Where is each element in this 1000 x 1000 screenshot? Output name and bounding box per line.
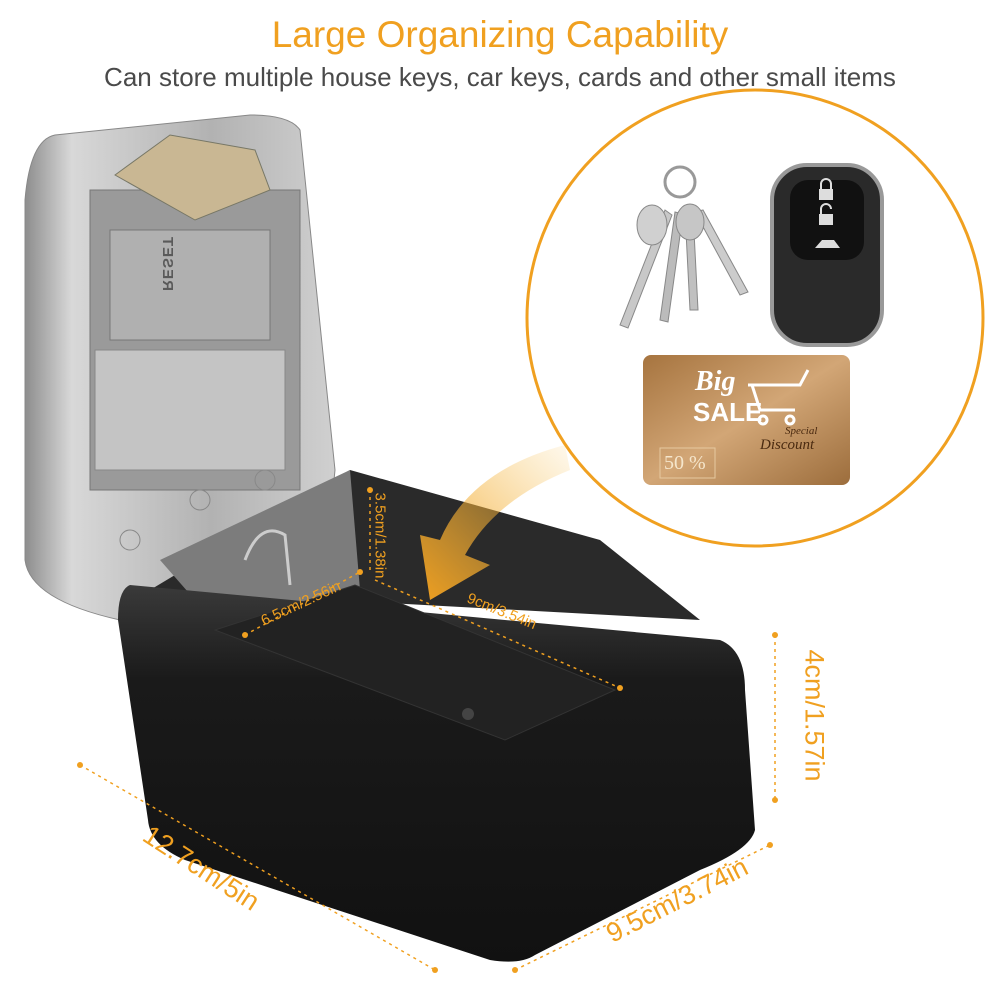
lockbox-lid bbox=[24, 114, 336, 621]
arrow-icon bbox=[420, 445, 570, 600]
lock-icon bbox=[819, 178, 833, 200]
trunk-icon bbox=[815, 240, 840, 248]
key-ring-icon bbox=[619, 165, 749, 329]
items-circle bbox=[525, 88, 985, 548]
page-title: Large Organizing Capability bbox=[271, 14, 729, 55]
card-special-text: Special bbox=[785, 425, 818, 437]
card-sale-text: SALE bbox=[693, 397, 763, 427]
card-percent-text: 50 % bbox=[664, 452, 706, 474]
dimension-lines bbox=[79, 490, 776, 971]
car-fob-icon bbox=[770, 163, 884, 347]
discount-card bbox=[643, 355, 850, 485]
lid-reset-label: RESET bbox=[159, 235, 177, 292]
page-subtitle: Can store multiple house keys, car keys,… bbox=[104, 62, 896, 92]
inner-depth-dimension: 3.5cm/1.38in bbox=[371, 492, 389, 579]
card-big-text: Big bbox=[695, 366, 736, 397]
shopping-cart-icon bbox=[748, 369, 810, 426]
height-dimension: 4cm/1.57in bbox=[799, 649, 830, 782]
unlock-icon bbox=[819, 203, 833, 225]
card-discount-text: Discount bbox=[760, 437, 815, 453]
